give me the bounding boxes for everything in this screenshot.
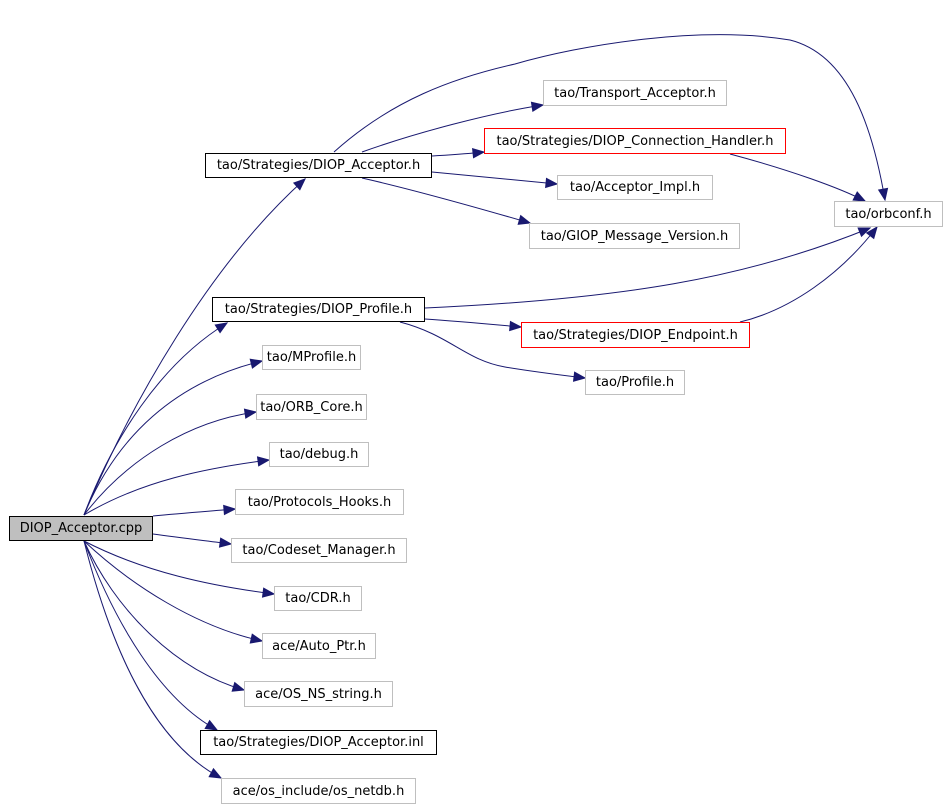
node-diop-connection-handler-h[interactable]: tao/Strategies/DIOP_Connection_Handler.h xyxy=(484,128,786,154)
node-label: tao/CDR.h xyxy=(285,591,351,606)
arrowhead-icon xyxy=(292,178,306,191)
arrowhead-icon xyxy=(204,719,219,731)
node-label: tao/orbconf.h xyxy=(845,206,932,222)
node-label: tao/Strategies/DIOP_Profile.h xyxy=(224,302,413,317)
arrowhead-icon xyxy=(545,177,559,189)
node-label: ace/Auto_Ptr.h xyxy=(272,638,366,654)
edge-diop_profile_h-to-orbconf_h xyxy=(424,227,871,309)
edge-diop_profile_h-to-diop_endpoint_h xyxy=(424,318,522,328)
arrowhead-icon xyxy=(231,681,246,692)
arrowhead-icon xyxy=(214,322,229,334)
node-profile-h[interactable]: tao/Profile.h xyxy=(585,370,685,395)
edge-root-to-protocols_hooks_h xyxy=(152,508,236,517)
node-transport-acceptor-h[interactable]: tao/Transport_Acceptor.h xyxy=(543,80,727,106)
edge-root-to-cdr_h xyxy=(83,540,275,595)
arrowhead-icon xyxy=(249,633,264,644)
edge-diop_profile_h-to-profile_h xyxy=(399,321,586,379)
edge-diop_acceptor_h-to-transport_acceptor_h xyxy=(361,104,544,153)
edge-root-to-os_netdb_h xyxy=(83,540,222,779)
node-label: tao/Transport_Acceptor.h xyxy=(554,85,716,101)
node-label: tao/MProfile.h xyxy=(266,350,357,365)
arrowhead-icon xyxy=(218,537,233,548)
node-debug-h[interactable]: tao/debug.h xyxy=(269,442,369,467)
node-label: tao/Protocols_Hooks.h xyxy=(247,494,392,510)
node-os-ns-string-h[interactable]: ace/OS_NS_string.h xyxy=(244,681,393,707)
node-diop-endpoint-h[interactable]: tao/Strategies/DIOP_Endpoint.h xyxy=(521,322,750,348)
edge-diop_connection_handler_h-to-orbconf_h xyxy=(729,153,866,202)
node-label: tao/Strategies/DIOP_Acceptor.inl xyxy=(213,735,424,750)
arrowhead-icon xyxy=(857,227,872,238)
node-diop-profile-h[interactable]: tao/Strategies/DIOP_Profile.h xyxy=(212,297,425,322)
arrowhead-icon xyxy=(208,767,223,779)
edge-diop_acceptor_h-to-giop_message_version_h xyxy=(361,177,531,224)
arrowhead-icon xyxy=(472,148,486,159)
node-mprofile-h[interactable]: tao/MProfile.h xyxy=(262,345,361,370)
node-auto-ptr-h[interactable]: ace/Auto_Ptr.h xyxy=(262,633,376,659)
edge-root-to-diop_acceptor_h xyxy=(83,178,306,516)
node-diop-acceptor-h[interactable]: tao/Strategies/DIOP_Acceptor.h xyxy=(205,153,432,178)
edge-diop_acceptor_h-to-orbconf_h xyxy=(333,34,886,201)
arrowhead-icon xyxy=(852,191,867,202)
node-label: tao/Profile.h xyxy=(595,375,675,390)
node-label: tao/Acceptor_Impl.h xyxy=(569,180,701,195)
node-label: tao/GIOP_Message_Version.h xyxy=(540,228,729,244)
node-protocols-hooks-h[interactable]: tao/Protocols_Hooks.h xyxy=(235,489,404,515)
edge-root-to-codeset_manager_h xyxy=(152,533,232,545)
node-cdr-h[interactable]: tao/CDR.h xyxy=(274,586,362,611)
arrowhead-icon xyxy=(223,504,237,516)
edge-root-to-auto_ptr_h xyxy=(83,540,263,642)
edge-root-to-os_ns_string_h xyxy=(83,540,245,691)
node-acceptor-impl-h[interactable]: tao/Acceptor_Impl.h xyxy=(557,175,713,200)
arrowhead-icon xyxy=(865,225,878,240)
edge-root-to-diop_acceptor_inl xyxy=(83,540,218,731)
arrowhead-icon xyxy=(877,187,889,202)
arrowhead-icon xyxy=(243,408,258,419)
arrowhead-icon xyxy=(530,101,545,112)
node-orbconf-h[interactable]: tao/orbconf.h xyxy=(834,201,943,227)
node-label: DIOP_Acceptor.cpp xyxy=(19,521,143,536)
node-label: tao/debug.h xyxy=(279,447,359,462)
arrowhead-icon xyxy=(572,371,587,382)
node-label: ace/OS_NS_string.h xyxy=(255,686,382,702)
arrowhead-icon xyxy=(517,214,532,225)
edge-diop_acceptor_h-to-acceptor_impl_h xyxy=(431,171,558,185)
node-orb-core-h[interactable]: tao/ORB_Core.h xyxy=(256,394,367,420)
node-label: tao/Strategies/DIOP_Endpoint.h xyxy=(533,327,738,343)
arrowhead-icon xyxy=(256,456,271,467)
arrowhead-icon xyxy=(509,320,523,332)
edge-root-to-mprofile_h xyxy=(83,360,263,516)
node-label: tao/ORB_Core.h xyxy=(260,399,363,415)
node-label: tao/Codeset_Manager.h xyxy=(242,543,396,558)
node-root[interactable]: DIOP_Acceptor.cpp xyxy=(9,516,153,541)
node-label: ace/os_include/os_netdb.h xyxy=(232,783,405,799)
edge-root-to-orb_core_h xyxy=(83,411,257,516)
node-giop-message-version-h[interactable]: tao/GIOP_Message_Version.h xyxy=(529,223,740,249)
node-os-netdb-h[interactable]: ace/os_include/os_netdb.h xyxy=(221,778,416,804)
node-diop-acceptor-inl[interactable]: tao/Strategies/DIOP_Acceptor.inl xyxy=(200,730,437,755)
node-label: tao/Strategies/DIOP_Connection_Handler.h xyxy=(496,133,774,149)
edge-diop_endpoint_h-to-orbconf_h xyxy=(739,226,878,323)
arrowhead-icon xyxy=(261,587,276,598)
node-codeset-manager-h[interactable]: tao/Codeset_Manager.h xyxy=(231,538,407,563)
arrowhead-icon xyxy=(249,358,264,369)
edge-root-to-diop_profile_h xyxy=(83,322,228,516)
node-label: tao/Strategies/DIOP_Acceptor.h xyxy=(216,158,421,173)
edge-root-to-debug_h xyxy=(83,459,270,516)
